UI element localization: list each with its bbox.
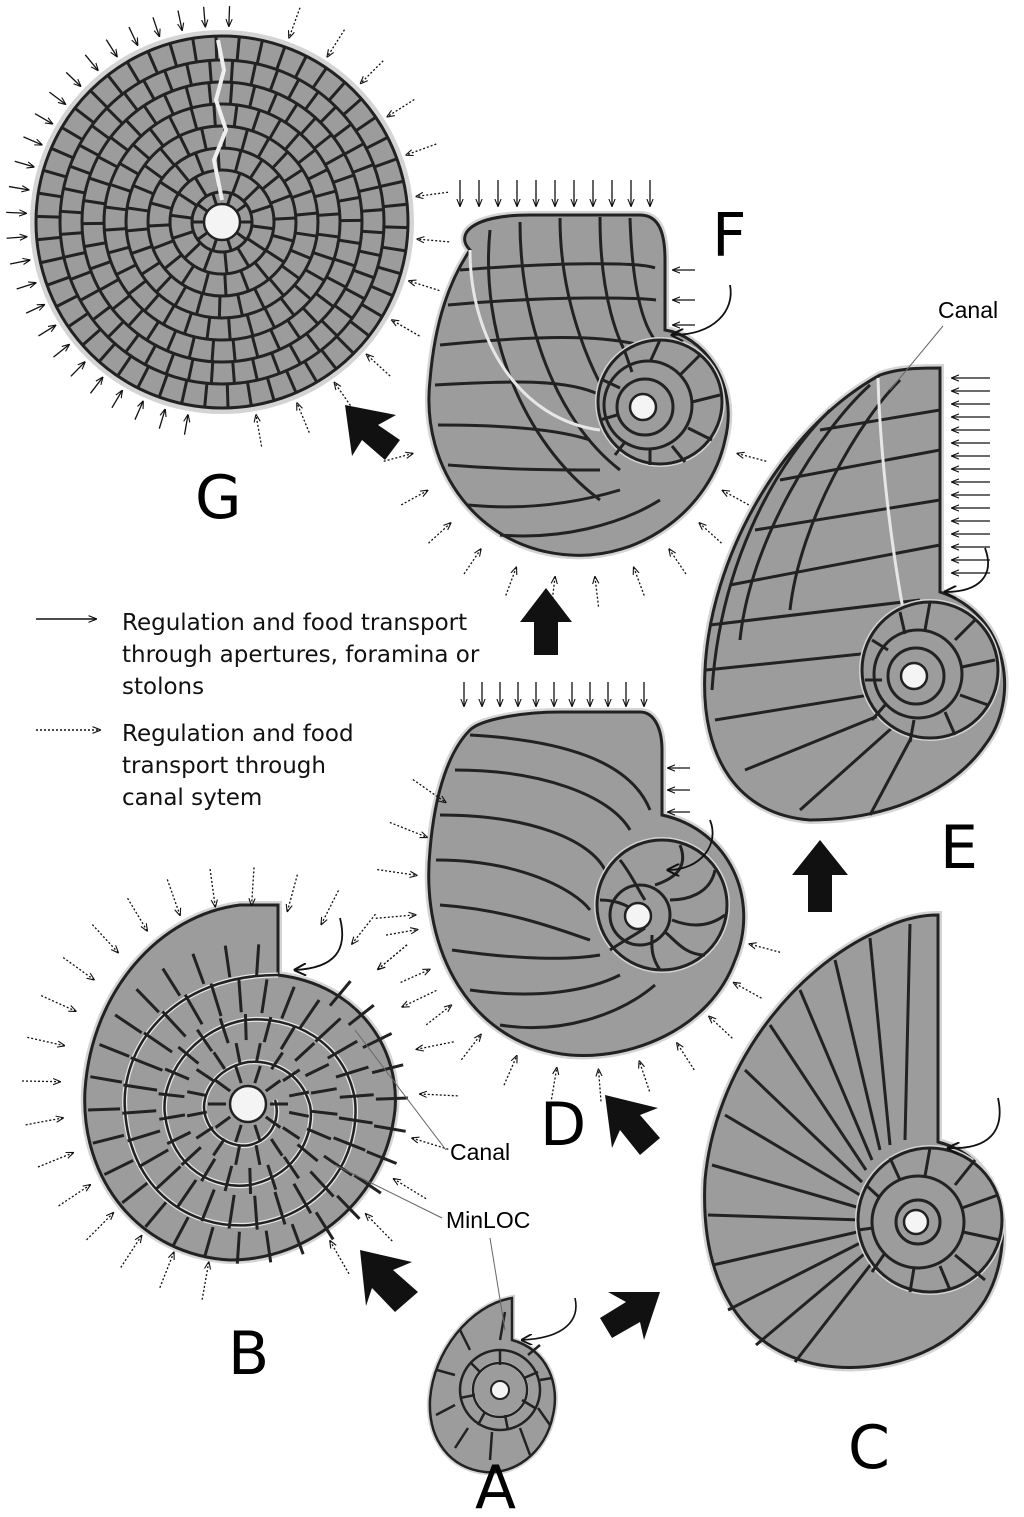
- shell-b: [22, 867, 458, 1299]
- label-canal-e: Canal: [938, 297, 998, 323]
- shell-a-aperture-arrow: [522, 1298, 576, 1340]
- label-d: D: [540, 1090, 586, 1160]
- arrow-d-to-f: [520, 588, 572, 655]
- shell-e-aperture-arrows: [952, 378, 990, 573]
- arrow-c-to-e: [792, 840, 848, 912]
- label-canal-b: Canal: [450, 1139, 510, 1165]
- label-a: A: [475, 1453, 516, 1517]
- label-b: B: [228, 1319, 269, 1389]
- legend-solid-line1: Regulation and food transport: [122, 610, 467, 636]
- shell-f-aperture-arrow: [672, 285, 731, 335]
- arrow-c-to-d: [605, 1095, 660, 1155]
- label-e: E: [940, 813, 978, 883]
- shell-e: [705, 368, 1005, 820]
- shell-c-aperture-arrow: [948, 1098, 1000, 1148]
- legend-dotted-line1: Regulation and food: [122, 721, 354, 747]
- shell-e-aperture-arrow: [945, 548, 988, 592]
- shell-c: [705, 915, 1003, 1367]
- label-c: C: [848, 1413, 890, 1483]
- legend-dotted-line2: transport through: [122, 753, 326, 779]
- shell-f: [384, 180, 767, 607]
- label-minloc: MinLOC: [446, 1207, 530, 1233]
- legend-solid-line2: through apertures, foramina or: [122, 642, 480, 668]
- legend-dotted-line3: canal sytem: [122, 785, 262, 811]
- legend-solid-line3: stolons: [122, 674, 204, 700]
- arrow-f-to-g: [345, 405, 400, 460]
- arrow-a-to-b: [360, 1250, 418, 1312]
- legend: Regulation and food transport through ap…: [36, 610, 480, 811]
- shell-a: [430, 1298, 576, 1472]
- label-g: G: [195, 463, 242, 533]
- shell-g: [6, 6, 449, 446]
- label-f: F: [712, 201, 747, 271]
- shell-b-aperture-arrow: [295, 918, 342, 970]
- arrow-a-to-c: [600, 1292, 660, 1340]
